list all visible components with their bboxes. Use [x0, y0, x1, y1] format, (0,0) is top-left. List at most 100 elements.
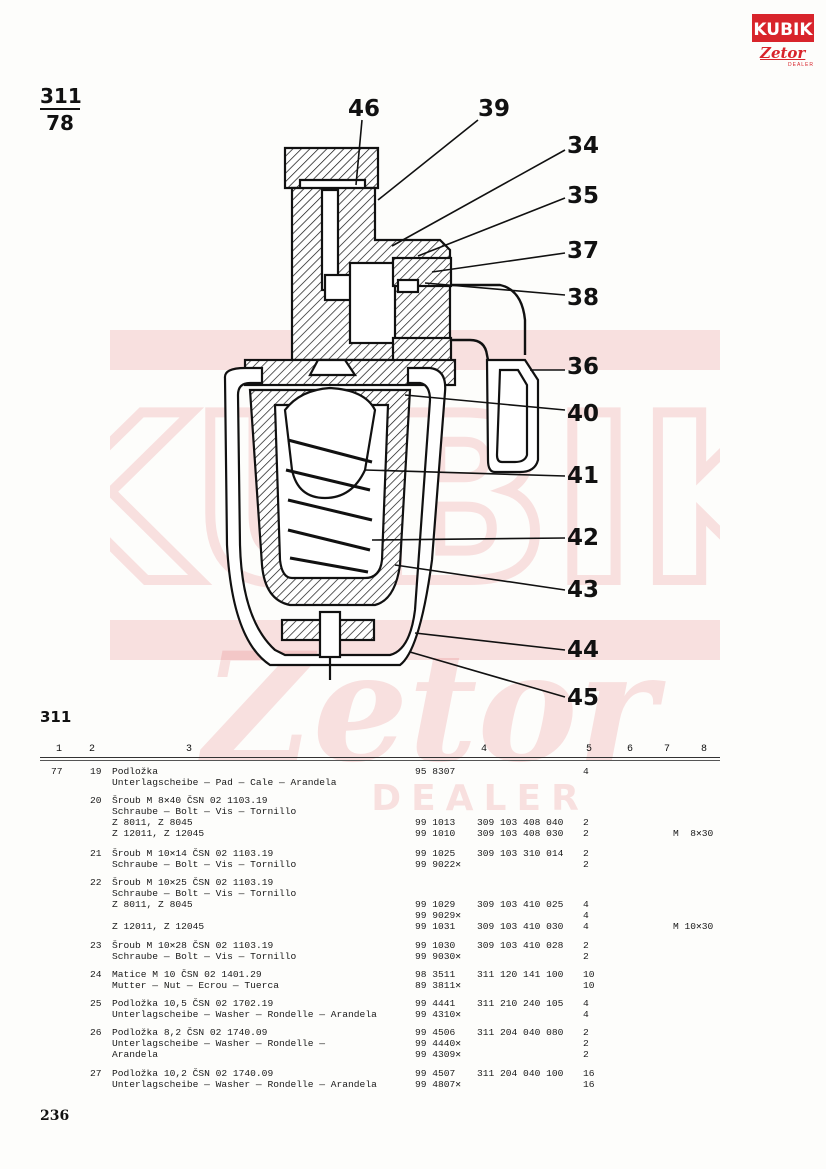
- quantity: 4: [583, 1009, 589, 1020]
- callout-45: 45: [567, 685, 600, 711]
- quantity: 2: [583, 1038, 589, 1049]
- callout-38: 38: [567, 285, 600, 311]
- quantity: 16: [583, 1079, 595, 1090]
- part-description: Podložka 8,2 ČSN 02 1740.09: [112, 1027, 268, 1038]
- column-header-2: 2: [89, 744, 96, 755]
- quantity: 10: [583, 969, 595, 980]
- callout-42: 42: [567, 525, 600, 551]
- part-description: Z 12011, Z 12045: [112, 828, 205, 839]
- catalog-number: 311 204 040 080: [477, 1027, 564, 1038]
- quantity: 10: [583, 980, 595, 991]
- filter-assembly: [223, 146, 540, 680]
- part-number: 99 1010: [415, 828, 456, 839]
- quantity: 4: [583, 921, 589, 932]
- quantity: 4: [583, 899, 589, 910]
- part-number: 95 8307: [415, 766, 456, 777]
- column-header-7: 7: [664, 744, 671, 755]
- figure-number: 311 78: [40, 84, 82, 136]
- part-number: 99 4441: [415, 998, 456, 1009]
- row-position-number: 20: [90, 795, 102, 806]
- part-number: 99 4506: [415, 1027, 456, 1038]
- part-number: 99 1025: [415, 848, 456, 859]
- zetor-watermark: Zetor DEALER: [198, 620, 666, 819]
- callout-44: 44: [567, 637, 600, 663]
- column-header-6: 6: [627, 744, 634, 755]
- part-description: Unterlagscheibe — Washer — Rondelle — Ar…: [112, 1079, 377, 1090]
- catalog-number: 309 103 310 014: [477, 848, 564, 859]
- quantity: 2: [583, 940, 589, 951]
- part-number: 89 3811✕: [415, 980, 462, 991]
- column-header-3: 3: [186, 744, 193, 755]
- row-position-number: 22: [90, 877, 102, 888]
- part-description: Šroub M 10✕14 ČSN 02 1103.19: [112, 848, 274, 859]
- watermark-dealer: DEALER: [371, 778, 589, 819]
- part-description: Z 8011, Z 8045: [112, 817, 193, 828]
- catalog-number: 311 204 040 100: [477, 1068, 564, 1079]
- part-description: Unterlagscheibe — Washer — Rondelle — Ar…: [112, 1009, 377, 1020]
- part-number: 99 1029: [415, 899, 456, 910]
- quantity: 2: [583, 1027, 589, 1038]
- part-description: Schraube — Bolt — Vis — Tornillo: [112, 888, 297, 899]
- figure-number-top: 311: [40, 84, 82, 110]
- replacement-note: M 10✕30: [673, 921, 714, 932]
- quantity: 2: [583, 951, 589, 962]
- callout-39: 39: [478, 96, 511, 122]
- logo-brand: KUBIK: [752, 20, 814, 40]
- callout-43: 43: [567, 577, 600, 603]
- quantity: 2: [583, 848, 589, 859]
- part-description: Schraube — Bolt — Vis — Tornillo: [112, 859, 297, 870]
- row-position-number: 23: [90, 940, 102, 951]
- catalog-number: 309 103 410 028: [477, 940, 564, 951]
- row-group-number: 77: [51, 766, 63, 777]
- part-description: Šroub M 8✕40 ČSN 02 1103.19: [112, 795, 268, 806]
- catalog-number: 309 103 410 025: [477, 899, 564, 910]
- watermark-brand: KUBIK: [110, 368, 720, 635]
- header-rule: [40, 757, 720, 758]
- row-position-number: 19: [90, 766, 102, 777]
- part-number: 99 9029✕: [415, 910, 462, 921]
- part-description: Matice M 10 ČSN 02 1401.29: [112, 969, 262, 980]
- row-position-number: 25: [90, 998, 102, 1009]
- quantity: 4: [583, 910, 589, 921]
- column-header-4: 4: [481, 744, 488, 755]
- logo-dealer: DEALER: [788, 62, 815, 68]
- part-number: 99 4507: [415, 1068, 456, 1079]
- logo-bar: [752, 40, 814, 42]
- callout-35: 35: [567, 183, 600, 209]
- part-number: 99 1031: [415, 921, 456, 932]
- part-number: 99 1030: [415, 940, 456, 951]
- quantity: 2: [583, 817, 589, 828]
- row-position-number: 27: [90, 1068, 102, 1079]
- row-position-number: 21: [90, 848, 102, 859]
- part-number: 99 1013: [415, 817, 456, 828]
- part-description: Schraube — Bolt — Vis — Tornillo: [112, 951, 297, 962]
- kubik-zetor-logo: KUBIK Zetor DEALER: [752, 14, 816, 72]
- part-number: 99 9022✕: [415, 859, 462, 870]
- part-number: 99 4310✕: [415, 1009, 462, 1020]
- quantity: 4: [583, 998, 589, 1009]
- part-number: 99 4440✕: [415, 1038, 462, 1049]
- part-description: Z 8011, Z 8045: [112, 899, 193, 910]
- catalog-number: 311 120 141 100: [477, 969, 564, 980]
- cutaway-diagram: [223, 119, 566, 698]
- quantity: 16: [583, 1068, 595, 1079]
- column-header-8: 8: [701, 744, 708, 755]
- callout-37: 37: [567, 238, 600, 264]
- part-description: Podložka 10,2 ČSN 02 1740.09: [112, 1068, 274, 1079]
- quantity: 2: [583, 859, 589, 870]
- spring: [285, 438, 373, 574]
- row-position-number: 24: [90, 969, 102, 980]
- part-description: Z 12011, Z 12045: [112, 921, 205, 932]
- part-description: Podložka 10,5 ČSN 02 1702.19: [112, 998, 274, 1009]
- catalog-number: 309 103 410 030: [477, 921, 564, 932]
- callout-36: 36: [567, 354, 600, 380]
- callout-40: 40: [567, 401, 600, 427]
- part-description: Unterlagscheibe — Pad — Cale — Arandela: [112, 777, 337, 788]
- section-label: 311: [40, 708, 72, 726]
- part-number: 99 4807✕: [415, 1079, 462, 1090]
- part-description: Unterlagscheibe — Washer — Rondelle —: [112, 1038, 326, 1049]
- part-description: Mutter — Nut — Ecrou — Tuerca: [112, 980, 279, 991]
- callout-41: 41: [567, 463, 600, 489]
- callout-46: 46: [348, 96, 381, 122]
- replacement-note: M 8✕30: [673, 828, 714, 839]
